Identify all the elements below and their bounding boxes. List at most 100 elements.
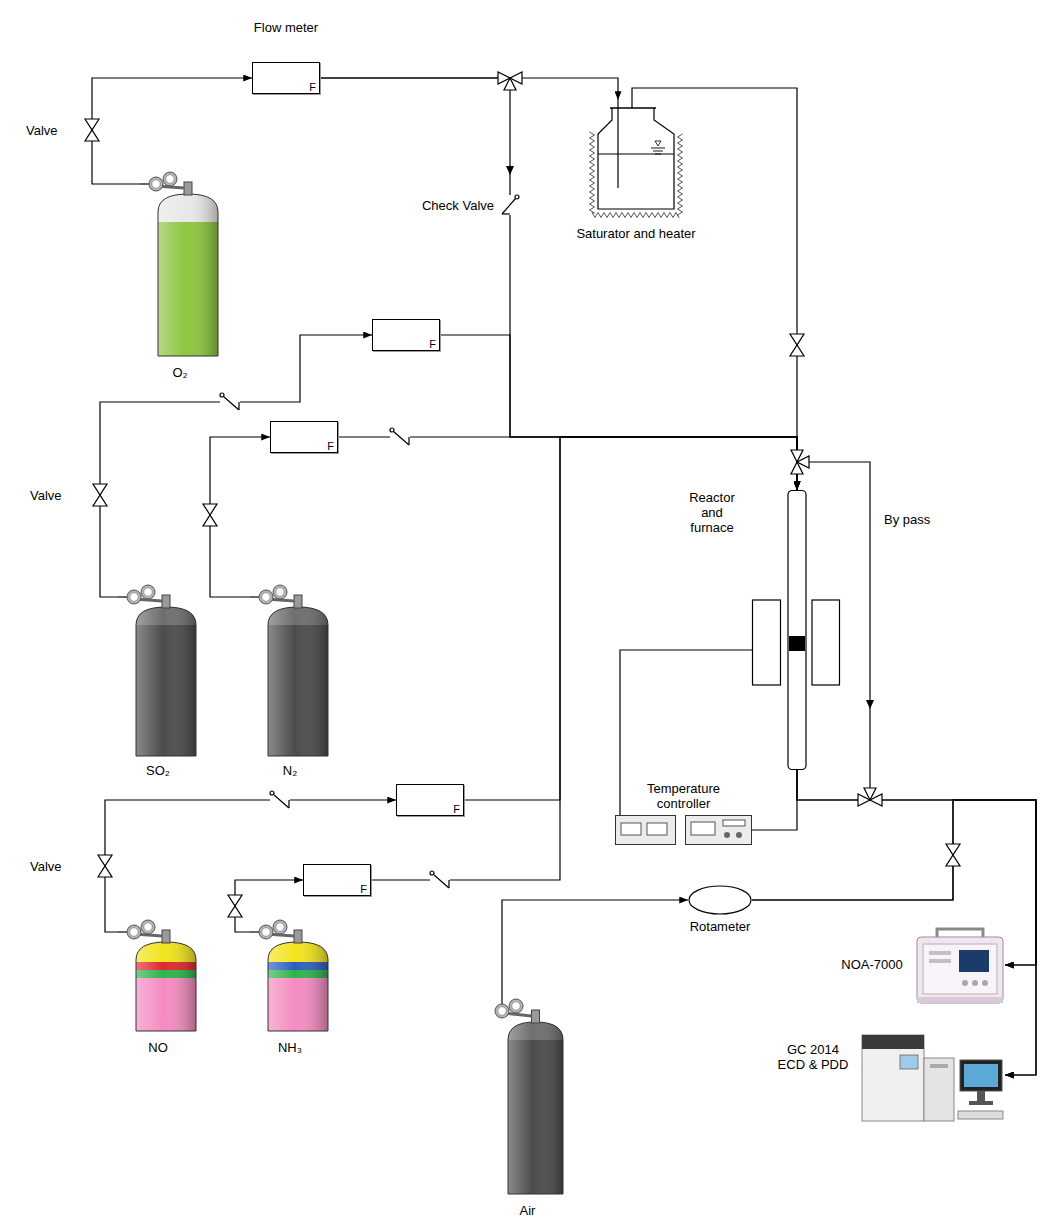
pc-keyboard [958, 1111, 1003, 1119]
pipe-connector [440, 335, 797, 490]
cylinder-shading [136, 942, 196, 1031]
valve-symbol [93, 484, 107, 506]
pressure-gauge [163, 172, 177, 186]
flow-meter-box: F [372, 319, 440, 351]
pressure-gauge [149, 177, 163, 191]
analyzer-panel [929, 951, 951, 955]
pressure-gauge [259, 590, 273, 604]
cylinder-valve [532, 1010, 540, 1023]
analyzer-button [972, 980, 978, 986]
cylinder-shading [268, 607, 328, 756]
node-label: O₂ [172, 365, 187, 380]
controller-display [647, 823, 667, 835]
pipe-connector [797, 770, 1036, 1075]
gas-cylinder-outline [118, 920, 198, 1032]
gauge-face [498, 1007, 506, 1015]
check-valve-symbol [270, 791, 290, 808]
regulator-pipe [140, 183, 149, 184]
gas-cylinder-outline [140, 172, 220, 357]
flow-meter-letter: F [429, 338, 436, 350]
temperature-controller-outline [615, 815, 752, 845]
annotation-label: Check Valve [422, 198, 494, 213]
saturator-vessel-outline [588, 100, 684, 218]
three-way-valve [858, 788, 882, 806]
cylinder-body [136, 607, 196, 756]
saturator-bottle [598, 108, 674, 209]
three-way-valve [791, 450, 809, 474]
cylinder-shading [158, 194, 218, 356]
analyzer-base [917, 997, 1003, 1003]
gauge-face [512, 1002, 520, 1010]
analyzer-panel [923, 944, 997, 994]
level-marker [655, 141, 661, 146]
gas-cylinder-outline [250, 585, 330, 757]
gc-top [862, 1035, 924, 1049]
pc-screen [964, 1064, 998, 1087]
pressure-gauge [273, 920, 287, 934]
pipe-connector [752, 800, 1036, 1075]
rotameter-ellipse: Rotameter [688, 885, 752, 915]
pc-monitor [960, 1060, 1002, 1091]
cylinder-body [158, 194, 218, 356]
pressure-gauge [141, 585, 155, 599]
flow-meter-letter: F [309, 81, 316, 93]
valve-symbol [203, 504, 217, 526]
pipe-connector [502, 900, 688, 1000]
gas-chromatograph: GC 2014 ECD & PDD [860, 1030, 1005, 1125]
cylinder-body [268, 607, 328, 756]
regulator-pipe [118, 596, 127, 597]
node-label: Reactor and furnace [680, 490, 744, 535]
pipe-connector [235, 880, 303, 932]
cylinder-body [508, 1022, 563, 1194]
cylinder-body [136, 942, 196, 1031]
gc-unit [930, 1064, 948, 1068]
rotameter-ellipse [689, 886, 751, 914]
pressure-gauge [259, 925, 273, 939]
node-label: N₂ [283, 763, 297, 778]
pipe-connector [320, 78, 797, 490]
node-label: Air [520, 1203, 536, 1218]
pipe-connector [620, 650, 752, 815]
pipe-connector [92, 78, 252, 184]
annotation-label: By pass [884, 512, 930, 527]
flow-meter-letter: F [360, 883, 367, 895]
pressure-gauge [509, 999, 523, 1013]
gas-cylinder: O₂ [140, 172, 220, 357]
annotation-label: Valve [30, 488, 62, 503]
gas-cylinder: NH₃ [250, 920, 330, 1032]
controller-unit [616, 816, 676, 845]
analyzer-panel [929, 959, 951, 963]
gauge-face [144, 588, 152, 596]
gas-cylinder: SO₂ [118, 585, 198, 757]
cylinder-valve [294, 595, 302, 608]
bypass-line [809, 462, 870, 788]
cylinder-outline [136, 607, 196, 756]
annotation-label: Flow meter [254, 20, 318, 35]
valve-symbol [946, 844, 960, 866]
monitor-stand [969, 1101, 993, 1105]
controller-knob [736, 832, 742, 838]
annotation-label: Valve [30, 859, 62, 874]
pipe-connector [210, 437, 270, 597]
gauge-face [130, 928, 138, 936]
gas-cylinder: N₂ [250, 585, 330, 757]
analyzer-button [962, 980, 968, 986]
flow-meter-box: F [303, 864, 371, 896]
node-label: Saturator and heater [576, 226, 695, 241]
pipe-connector [320, 78, 618, 100]
regulator-pipe [250, 931, 259, 932]
pipe-connector [100, 335, 372, 597]
pressure-gauge [495, 1004, 509, 1018]
cylinder-outline [158, 194, 218, 356]
valve-symbol [790, 334, 804, 356]
pipe-connector [371, 437, 797, 880]
furnace-block [812, 600, 840, 685]
monitor-stand [977, 1091, 985, 1101]
gauge-face [152, 180, 160, 188]
cylinder-valve [162, 595, 170, 608]
saturator-vessel: Saturator and heater [588, 100, 684, 218]
gas-cylinder-outline [490, 1000, 565, 1195]
check-valve-symbol [220, 393, 240, 410]
check-valve-symbol [430, 871, 450, 888]
